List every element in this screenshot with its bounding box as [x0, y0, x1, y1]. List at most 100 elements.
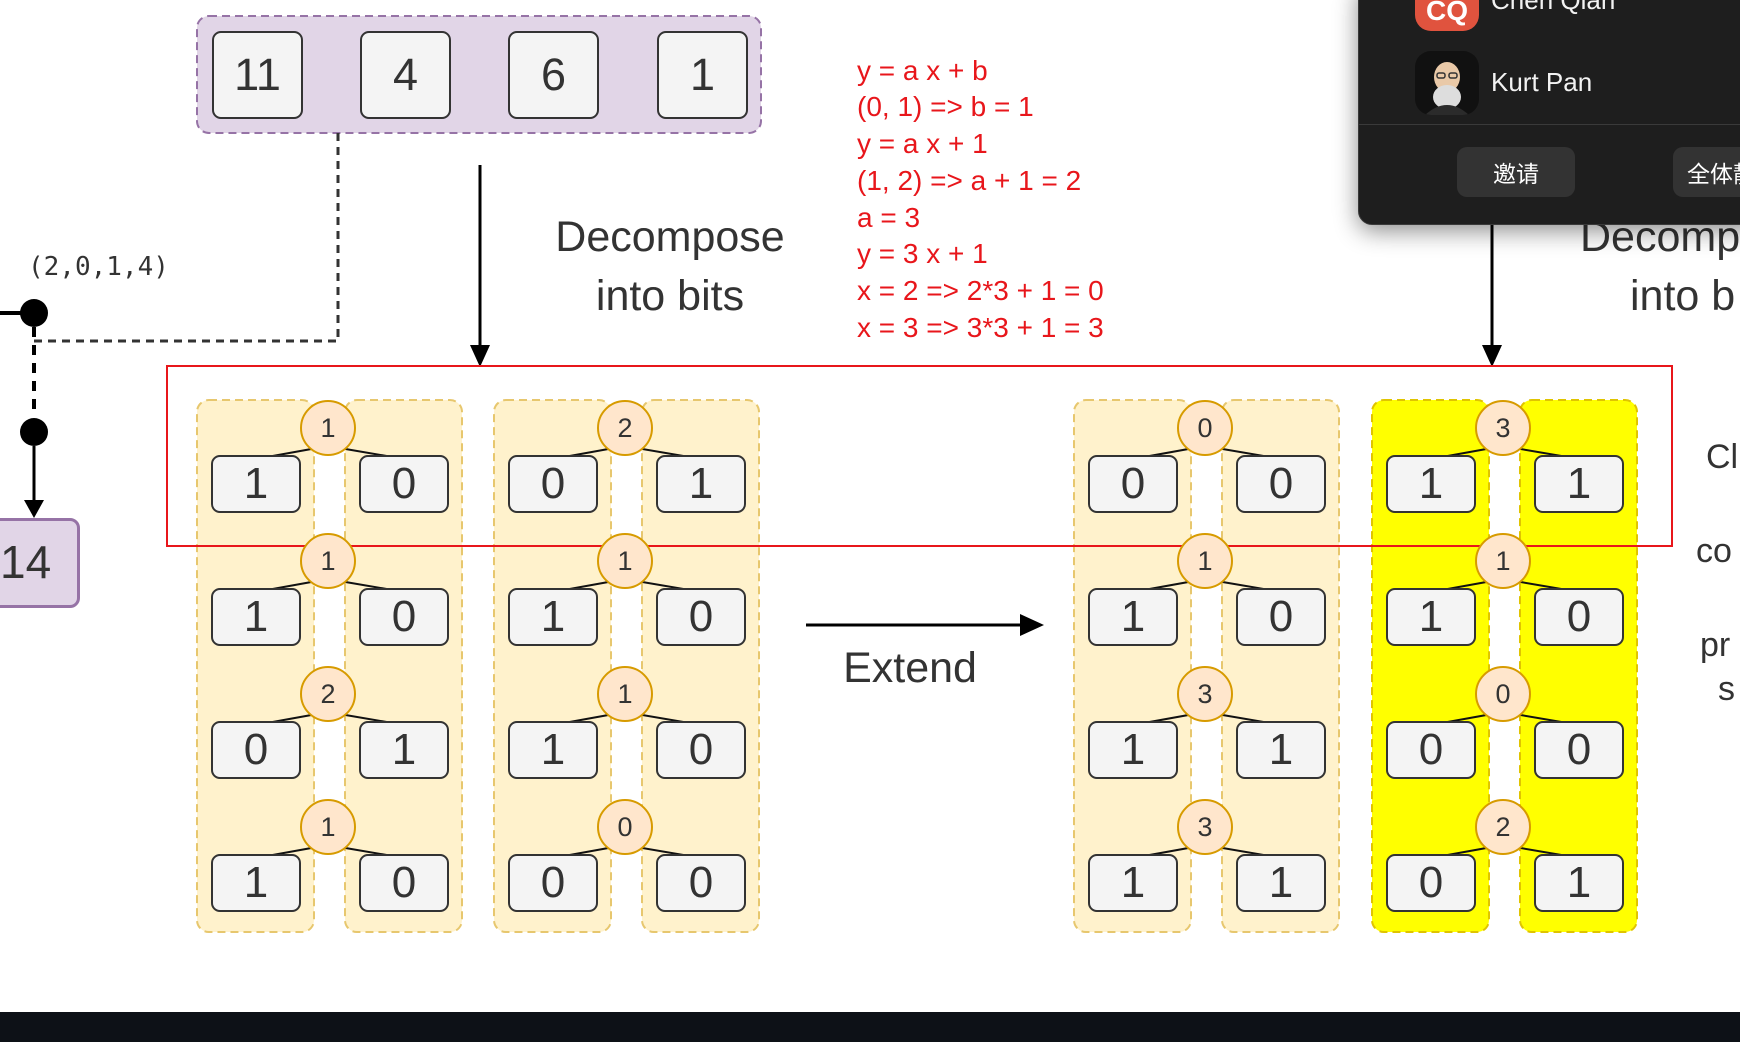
right-cutoff-text: Cl: [1706, 438, 1739, 476]
equation-line: a = 3: [857, 202, 921, 233]
person-avatar-icon: [1425, 62, 1469, 115]
decompose-label-line2: into bits: [595, 272, 745, 320]
tree-leaf: 1: [211, 588, 301, 646]
coord-label: (2,0,1,4): [28, 252, 169, 282]
tree-leaf: 1: [656, 455, 746, 513]
equation-line: y = a x + b: [857, 55, 988, 86]
top-cell-1: 11: [212, 31, 303, 119]
tree-column-strip: [196, 399, 315, 933]
participant-row[interactable]: CQ Chen Qian: [1359, 0, 1740, 31]
avatar: CQ: [1415, 0, 1479, 31]
extend-arrowhead: [1020, 614, 1044, 636]
tree-node: 1: [1177, 533, 1233, 589]
tree-leaf: 0: [656, 721, 746, 779]
decompose-arrowhead: [470, 345, 490, 367]
equation-line: x = 2 => 2*3 + 1 = 0: [857, 275, 1104, 306]
highlight-box: [166, 365, 1673, 547]
tree-node: 0: [1475, 666, 1531, 722]
tree-leaf: 1: [359, 721, 449, 779]
top-array-group: [196, 15, 762, 134]
right-decompose-label-line2: into b: [1630, 272, 1736, 320]
tree-leaf: 1: [1386, 588, 1476, 646]
tree-leaf: 0: [1088, 455, 1178, 513]
tree-column-strip: [1519, 399, 1638, 933]
equation-line: y = a x + 1: [857, 128, 988, 159]
tree-leaf: 1: [1088, 854, 1178, 912]
dashed-connector: [34, 133, 340, 343]
tree-leaf: 0: [1534, 721, 1624, 779]
tree-node: 0: [597, 799, 653, 855]
bottom-dark-bar: [0, 1012, 1740, 1042]
tree-node: 1: [597, 533, 653, 589]
equation-line: (1, 2) => a + 1 = 2: [857, 165, 1082, 196]
left-dot-1: [20, 299, 48, 327]
tree-leaf: 1: [211, 854, 301, 912]
tree-column-strip: [641, 399, 760, 933]
tree-leaf: 0: [1534, 588, 1624, 646]
meeting-participants-panel: CQ Chen Qian Kurt Pan 邀请 全体静音: [1358, 0, 1740, 225]
tree-leaf: 0: [1386, 854, 1476, 912]
tree-node: 2: [1475, 799, 1531, 855]
tree-leaf: 0: [1386, 721, 1476, 779]
tree-column-strip: [493, 399, 612, 933]
participant-name: Chen Qian: [1491, 0, 1616, 15]
participant-name: Kurt Pan: [1491, 67, 1593, 97]
avatar: [1415, 51, 1479, 115]
avatar-initials: CQ: [1426, 0, 1468, 26]
tree-leaf: 0: [656, 588, 746, 646]
tree-leaf: 0: [359, 588, 449, 646]
right-cutoff-text: co: [1696, 532, 1732, 570]
tree-node: 1: [300, 533, 356, 589]
left-value-text: 14: [0, 536, 52, 588]
left-dot-2: [20, 418, 48, 446]
tree-node: 1: [300, 400, 356, 456]
participant-row[interactable]: Kurt Pan: [1359, 51, 1740, 115]
tree-leaf: 1: [1386, 455, 1476, 513]
right-cutoff-text: s: [1718, 670, 1735, 708]
tree-column-strip: [1073, 399, 1192, 933]
tree-node: 2: [597, 400, 653, 456]
tree-node: 3: [1177, 799, 1233, 855]
tree-leaf: 1: [1236, 721, 1326, 779]
left-arrowhead: [24, 500, 44, 518]
tree-leaf: 1: [508, 721, 598, 779]
tree-node: 1: [1475, 533, 1531, 589]
tree-leaf: 1: [1236, 854, 1326, 912]
tree-leaf: 0: [359, 854, 449, 912]
tree-node: 1: [597, 666, 653, 722]
tree-leaf: 0: [359, 455, 449, 513]
tree-column-strip: [1371, 399, 1490, 933]
tree-leaf: 1: [508, 588, 598, 646]
extend-label: Extend: [843, 644, 977, 692]
equation-line: (0, 1) => b = 1: [857, 91, 1034, 122]
right-decompose-arrowhead: [1482, 345, 1502, 367]
decompose-label-line1: Decompose: [555, 213, 785, 261]
tree-leaf: 1: [1534, 455, 1624, 513]
tree-leaf: 0: [1236, 588, 1326, 646]
tree-leaf: 1: [211, 455, 301, 513]
tree-leaf: 1: [1088, 721, 1178, 779]
tree-leaf: 0: [656, 854, 746, 912]
top-cell-4: 1: [657, 31, 748, 119]
tree-node: 1: [300, 799, 356, 855]
tree-node: 0: [1177, 400, 1233, 456]
panel-divider: [1359, 124, 1740, 125]
tree-leaf: 1: [1088, 588, 1178, 646]
invite-button[interactable]: 邀请: [1457, 147, 1575, 197]
left-value-box: [0, 518, 80, 608]
tree-node: 2: [300, 666, 356, 722]
tree-column-strip: [344, 399, 463, 933]
equation-line: x = 3 => 3*3 + 1 = 3: [857, 312, 1104, 343]
tree-leaf: 0: [1236, 455, 1326, 513]
tree-node: 3: [1475, 400, 1531, 456]
right-cutoff-text: pr: [1700, 626, 1731, 664]
equation-line: y = 3 x + 1: [857, 238, 988, 269]
tree-leaf: 1: [1534, 854, 1624, 912]
tree-node: 3: [1177, 666, 1233, 722]
top-cell-3: 6: [508, 31, 599, 119]
mute-all-button[interactable]: 全体静音: [1673, 147, 1740, 197]
tree-leaf: 0: [211, 721, 301, 779]
tree-leaf: 0: [508, 854, 598, 912]
